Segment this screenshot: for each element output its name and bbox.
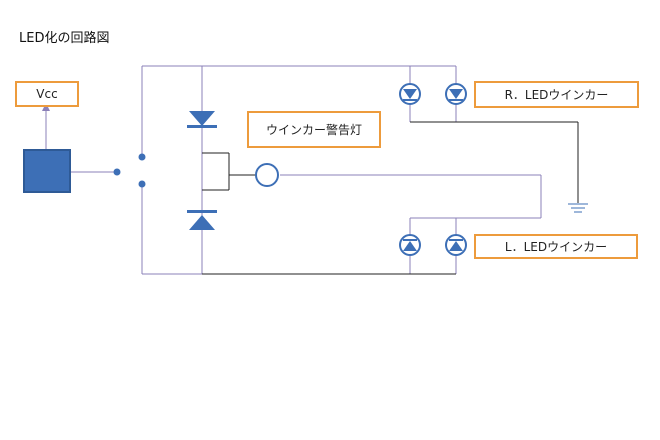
warning-lamp-label: ウインカー警告灯 xyxy=(247,111,381,148)
right-led-label: R．LEDウインカー xyxy=(474,81,639,108)
diode-lower xyxy=(187,210,217,230)
left-led-1 xyxy=(399,234,421,256)
right-led-2 xyxy=(445,83,467,105)
left-led-label: L．LEDウインカー xyxy=(474,234,638,259)
ground-icon xyxy=(568,203,588,213)
switch-contact xyxy=(113,168,121,176)
switch-contact xyxy=(138,180,146,188)
diagram-title: LED化の回路図 xyxy=(19,31,110,46)
warning-lamp-icon xyxy=(255,163,279,187)
vcc-label: Vcc xyxy=(15,81,79,107)
left-led-2 xyxy=(445,234,467,256)
dark-wiring xyxy=(202,121,579,275)
right-led-1 xyxy=(399,83,421,105)
power-source-block xyxy=(23,149,71,193)
arrow-up-icon xyxy=(42,103,50,111)
diode-upper xyxy=(187,111,217,128)
switch-contact xyxy=(138,153,146,161)
